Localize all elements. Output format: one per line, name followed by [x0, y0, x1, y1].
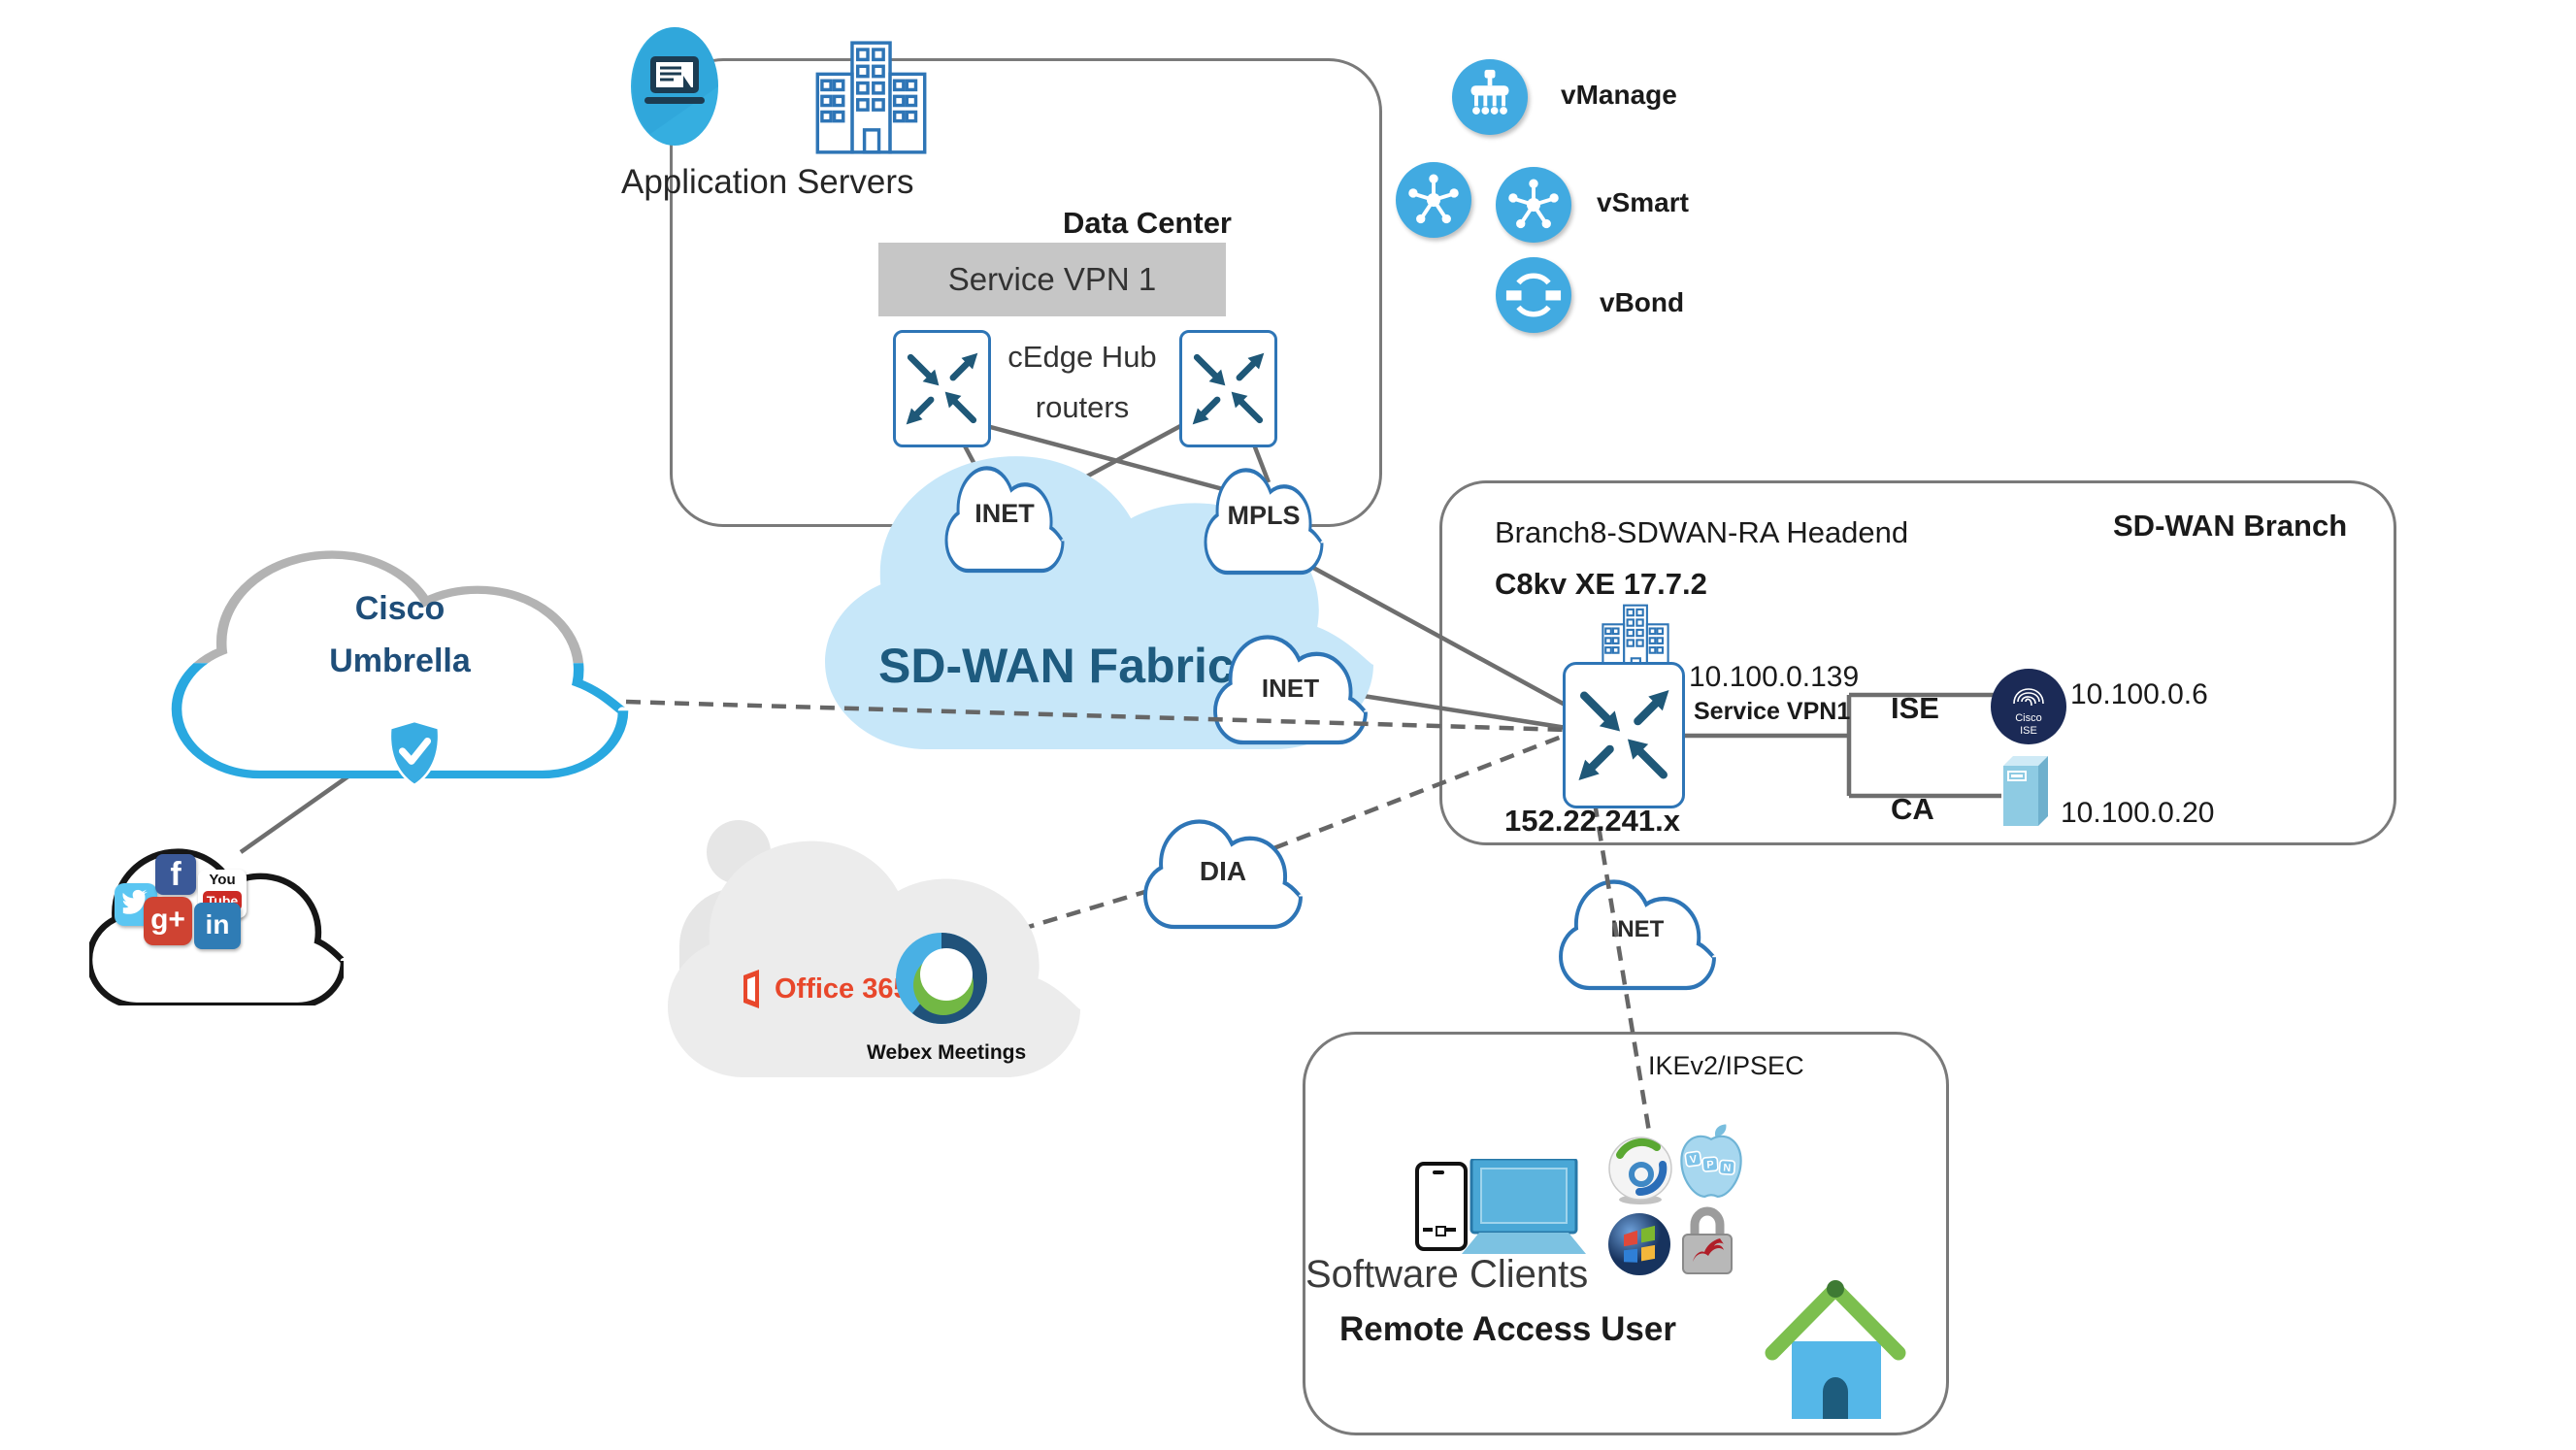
application-servers-icon: [631, 27, 718, 146]
vsmart-label: vSmart: [1597, 187, 1689, 217]
inet-fabric-label: INET: [1261, 674, 1320, 703]
service-vpn-label: Service VPN 1: [947, 261, 1157, 297]
home-icon: [1765, 1277, 1906, 1423]
sdwan-branch-title: SD-WAN Branch: [2113, 509, 2348, 543]
ca-ip: 10.100.0.20: [2061, 797, 2215, 829]
youtube-you: You: [209, 872, 236, 888]
anyconnect-icon: [1606, 1136, 1674, 1205]
strongswan-lock-icon: [1677, 1205, 1737, 1275]
phone-icon: [1415, 1162, 1468, 1251]
branch-router: [1563, 662, 1685, 808]
inet-remote-label: INET: [1610, 916, 1665, 942]
branch-lan-ip: 10.100.0.139: [1689, 661, 1860, 693]
inet-cloud-fabric: INET: [1215, 631, 1366, 742]
branch-wan-ip: 152.22.241.x: [1504, 804, 1681, 838]
umbrella-shield-icon: [382, 714, 446, 792]
office365-logo: Office 365: [742, 968, 909, 1010]
webex-icon: [895, 932, 988, 1025]
remote-access-box: [1303, 1032, 1949, 1435]
application-servers-label: Application Servers: [621, 163, 914, 201]
cisco-ise-icon: Cisco ISE: [1991, 669, 2066, 744]
umbrella-label-line2: Umbrella: [329, 643, 471, 679]
vmanage-icon: [1452, 59, 1528, 135]
inet-dc-label: INET: [974, 499, 1035, 528]
branch-service-vpn: Service VPN1: [1694, 698, 1851, 725]
cedge-label-line2: routers: [1035, 390, 1130, 424]
office365-cloud: Office 365 Webex Meetings: [668, 827, 1080, 1077]
googleplus-icon: g+: [144, 897, 192, 945]
umbrella-label-line1: Cisco: [354, 590, 446, 627]
inet-cloud-remote: INET: [1561, 875, 1714, 988]
social-media-cloud: f You Tube g+ in: [89, 842, 344, 1005]
vsmart-icon-1: [1396, 162, 1471, 238]
windows-icon: [1607, 1212, 1671, 1276]
software-clients-label: Software Clients: [1305, 1253, 1589, 1296]
cisco-umbrella-cloud: Cisco Umbrella: [177, 542, 623, 787]
facebook-icon: f: [155, 854, 196, 895]
svg-text:P: P: [1706, 1159, 1714, 1170]
linkedin-icon: in: [194, 903, 241, 949]
vsmart-icon-2: [1496, 167, 1571, 243]
office365-text: Office 365: [775, 972, 909, 1005]
vmanage-label: vManage: [1561, 80, 1677, 110]
inet-cloud-dc: INET: [946, 462, 1063, 571]
cedge-router-2: [1179, 330, 1277, 447]
dia-label: DIA: [1199, 856, 1247, 886]
svg-text:ISE: ISE: [2020, 725, 2037, 737]
svg-text:N: N: [1723, 1162, 1732, 1174]
vbond-icon: [1496, 257, 1571, 333]
apple-vpn-icon: V P N: [1677, 1124, 1745, 1203]
ikev2-ipsec-label: IKEv2/IPSEC: [1648, 1051, 1804, 1080]
service-vpn-band: Service VPN 1: [878, 243, 1226, 316]
branch-headend-title: Branch8-SDWAN-RA Headend: [1495, 515, 1909, 549]
vbond-label: vBond: [1600, 287, 1685, 317]
cedge-router-1: [893, 330, 991, 447]
mpls-label: MPLS: [1227, 501, 1301, 530]
sdwan-fabric-label: SD-WAN Fabric: [878, 639, 1235, 693]
svg-text:Cisco: Cisco: [2015, 712, 2042, 724]
cedge-label-line1: cEdge Hub: [1007, 340, 1157, 374]
ca-server-icon: [1999, 752, 2050, 830]
remote-access-user-title: Remote Access User: [1339, 1310, 1676, 1348]
data-center-title: Data Center: [1063, 206, 1232, 240]
sdwan-branch-box: [1439, 480, 2396, 845]
ca-label: CA: [1891, 792, 1934, 826]
mpls-cloud: MPLS: [1205, 464, 1322, 573]
ise-ip: 10.100.0.6: [2070, 678, 2208, 710]
ise-label: ISE: [1891, 691, 1939, 725]
webex-meetings-label: Webex Meetings: [867, 1041, 1027, 1064]
svg-text:V: V: [1689, 1153, 1699, 1166]
laptop-icon: [1462, 1159, 1607, 1258]
dia-cloud: DIA: [1145, 815, 1301, 927]
building-icon-dc: [815, 37, 927, 158]
branch-router-version: C8kv XE 17.7.2: [1495, 567, 1707, 601]
